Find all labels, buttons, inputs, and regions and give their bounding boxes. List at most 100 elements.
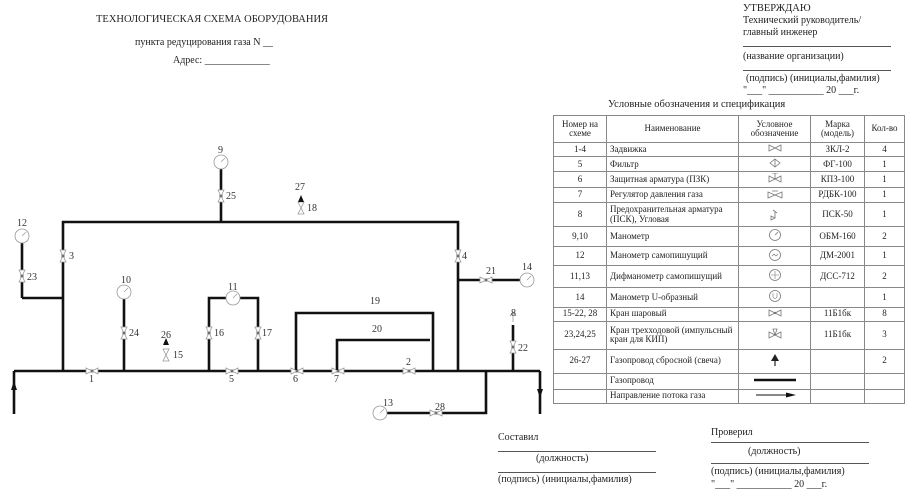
vent-candle-icon [163,338,169,345]
document-title: ТЕХНОЛОГИЧЕСКАЯ СХЕМА ОБОРУДОВАНИЯ [96,14,329,25]
table-row: 12 Манометр самопишущий ДМ-2001 1 [553,245,905,267]
relief-valve-icon [509,311,517,322]
shutoff-valve-icon [768,173,781,184]
sign-caption: (подпись) (инициалы,фамилия) [746,73,880,84]
flow-arrow-icon [755,392,796,398]
label-3: 3 [69,251,74,262]
approve-heading: УТВЕРЖДАЮ [743,3,811,14]
pressure-regulator-icon [767,190,782,199]
pipelines [12,168,542,415]
col-symbol: Условное обозначение [738,115,811,143]
label-9: 9 [218,145,223,156]
gate-valve-icon [402,367,416,375]
label-8: 8 [511,308,516,319]
col-model: Марка (модель) [810,115,865,143]
label-14: 14 [522,262,532,273]
three-way-valve-icon [120,326,128,340]
label-15: 15 [173,350,183,361]
checked-position-caption: (должность) [748,446,801,457]
label-5: 5 [229,374,234,385]
flow-arrow-in-icon [11,381,17,390]
differential-manometer-icon [768,269,781,282]
label-2: 2 [406,357,411,368]
scheme-labels: 1 2 3 4 5 6 7 8 9 10 11 12 13 14 15 16 1… [17,145,532,413]
flow-arrows [11,381,543,398]
vent-candle-icon [770,353,779,366]
ball-valve-icon [254,326,262,340]
ball-valve-icon [768,309,781,317]
label-12: 12 [17,218,27,229]
label-7: 7 [334,374,339,385]
table-row: Газопровод [553,372,905,390]
recording-manometer-icon [14,228,30,244]
relief-valve-icon [770,209,777,221]
sign-line [743,70,891,71]
spec-table: Номер на схеме Наименование Условное обо… [553,115,905,404]
table-row: 26-27 Газопровод сбросной (свеча) 2 [553,348,905,374]
filter-icon [768,158,781,168]
label-1: 1 [89,374,94,385]
table-row: 15-22, 28 Кран шаровый 11Б1бк 8 [553,306,905,322]
flow-arrow-out-icon [537,389,543,398]
org-line [743,46,891,47]
label-23: 23 [27,272,37,283]
approver-role-1: Технический руководитель/ [743,15,862,26]
compiled-label: Составил [498,432,539,443]
manometer-icon [116,284,132,300]
three-way-valve-icon [18,269,26,283]
address-line: Адрес: _____________ [173,55,270,66]
label-16: 16 [214,328,224,339]
table-row: 8 Предохранительная арматура (ПСК), Угло… [553,202,905,228]
table-row: 5 Фильтр ФГ-100 1 [553,155,905,173]
label-24: 24 [129,328,139,339]
label-18: 18 [307,203,317,214]
label-19: 19 [370,296,380,307]
three-way-valve-icon [768,328,781,339]
spec-title: Условные обозначения и спецификация [608,99,786,110]
compiled-sign-line [498,472,656,473]
table-row: Направление потока газа [553,388,905,404]
label-27: 27 [295,182,305,193]
label-20: 20 [372,324,382,335]
pipeline-icon [753,379,796,382]
table-row: 11,13 Дифманометр самопишущий ДСС-712 2 [553,265,905,289]
label-13: 13 [383,398,393,409]
label-11: 11 [228,282,238,293]
u-manometer-icon [768,290,781,303]
label-28: 28 [435,402,445,413]
recording-manometer-icon [768,248,781,261]
ball-valve-icon [297,201,305,215]
manometer-icon [213,154,229,170]
approval-date: "___" ___________ 20 ___г. [743,85,860,96]
label-22: 22 [518,343,528,354]
manometer-icon [768,229,781,242]
checked-sign-caption: (подпись) (инициалы,фамилия) [711,466,845,477]
differential-manometer-icon [225,290,241,306]
checked-label: Проверил [711,427,753,438]
label-21: 21 [486,266,496,277]
ball-valve-icon [162,348,170,362]
compiled-sign-caption: (подпись) (инициалы,фамилия) [498,474,632,485]
ball-valve-icon [479,276,493,284]
table-row: 7 Регулятор давления газа РДБК-100 1 [553,186,905,204]
checked-date: "___" ___________ 20 ___г. [711,479,828,490]
gate-valve-icon [768,144,781,152]
label-26: 26 [161,330,171,341]
label-6: 6 [293,374,298,385]
label-10: 10 [121,275,131,286]
ball-valve-icon [509,340,517,354]
label-25: 25 [226,191,236,202]
compiled-position-caption: (должность) [536,453,589,464]
u-manometer-icon [519,272,535,288]
checked-line [711,442,869,443]
ball-valve-icon [205,326,213,340]
org-caption: (название организации) [743,51,844,62]
gate-valve-icon [59,249,67,263]
spec-header-row: Номер на схеме Наименование Условное обо… [553,115,905,143]
compiled-line [498,451,656,452]
checked-sign-line [711,463,869,464]
gate-valve-icon [454,249,462,263]
label-17: 17 [262,328,272,339]
three-way-valve-icon [217,189,225,203]
